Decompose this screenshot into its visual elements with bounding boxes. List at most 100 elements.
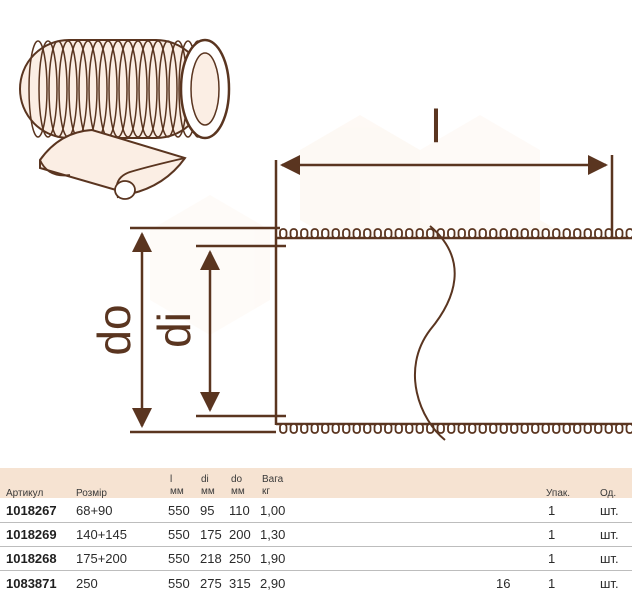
wall-corrugation xyxy=(478,423,487,434)
length-label: l xyxy=(431,100,441,152)
row-divider xyxy=(0,570,632,571)
wall-corrugation xyxy=(279,228,288,239)
wall-corrugation xyxy=(594,423,603,434)
row-4-size: 250 xyxy=(76,576,98,591)
inner-diameter-dimension: di xyxy=(148,244,286,418)
wall-corrugation xyxy=(310,423,319,434)
wall-corrugation xyxy=(520,423,529,434)
row-1-di: 95 xyxy=(200,503,215,518)
spec-table: Артикул Розмір l мм di мм do мм Вага кг … xyxy=(0,468,632,600)
row-4-article: 1083871 xyxy=(6,576,57,591)
wall-corrugation xyxy=(289,423,298,434)
row-3-do: 250 xyxy=(229,551,251,566)
outer-diameter-label: do xyxy=(88,304,140,355)
row-2-article: 1018269 xyxy=(6,527,57,542)
wall-corrugation xyxy=(415,228,424,239)
wall-corrugation xyxy=(499,228,508,239)
wall-corrugation xyxy=(541,423,550,434)
row-2-size: 140+145 xyxy=(76,527,127,542)
wall-corrugation xyxy=(405,423,414,434)
wall-corrugation xyxy=(468,423,477,434)
row-2-do: 200 xyxy=(229,527,251,542)
wall-corrugation xyxy=(373,228,382,239)
wall-corrugation xyxy=(363,228,372,239)
wall-corrugation xyxy=(604,423,613,434)
outer-diameter-dimension: do xyxy=(88,226,280,434)
row-2-l: 550 xyxy=(168,527,190,542)
row-4-l: 550 xyxy=(168,576,190,591)
wall-corrugation xyxy=(447,423,456,434)
corrugation-ring xyxy=(118,40,138,138)
wall-corrugation xyxy=(436,423,445,434)
wall-corrugation xyxy=(415,423,424,434)
row-4-weight: 2,90 xyxy=(260,576,286,591)
wall-corrugation xyxy=(562,228,571,239)
header-di: di xyxy=(201,474,209,485)
row-3-pack: 1 xyxy=(548,551,556,566)
wall-corrugation xyxy=(583,423,592,434)
row-4-di: 275 xyxy=(200,576,222,591)
wall-corrugation xyxy=(531,423,540,434)
row-3-size: 175+200 xyxy=(76,551,127,566)
wall-corrugation xyxy=(384,228,393,239)
wall-corrugation xyxy=(331,228,340,239)
row-3-unit: шт. xyxy=(600,551,619,566)
row-1-article: 1018267 xyxy=(6,503,57,518)
corrugation-ring xyxy=(128,40,148,138)
wall-corrugation xyxy=(457,228,466,239)
wall-corrugation xyxy=(615,423,624,434)
wall-corrugation xyxy=(625,423,632,434)
wall-corrugation xyxy=(562,423,571,434)
inner-diameter-label: di xyxy=(148,312,200,348)
wall-corrugation xyxy=(331,423,340,434)
wall-corrugation xyxy=(394,228,403,239)
row-1-l: 550 xyxy=(168,503,190,518)
corrugated-pipe-icon xyxy=(19,38,231,140)
wall-corrugation xyxy=(300,423,309,434)
wall-corrugation xyxy=(468,228,477,239)
wall-corrugation xyxy=(510,228,519,239)
wall-corrugation xyxy=(573,423,582,434)
wall-corrugation xyxy=(300,228,309,239)
wall-corrugation xyxy=(583,228,592,239)
row-divider xyxy=(0,546,632,547)
wall-corrugation xyxy=(552,423,561,434)
table-header xyxy=(0,468,632,498)
wall-corrugation xyxy=(342,423,351,434)
header-l: l xyxy=(170,474,173,485)
row-2-unit: шт. xyxy=(600,527,619,542)
corrugation-ring xyxy=(138,40,158,138)
wall-corrugation xyxy=(352,423,361,434)
row-2-di: 175 xyxy=(200,527,222,542)
wall-corrugation xyxy=(352,228,361,239)
wall-corrugation xyxy=(363,423,372,434)
pipe-wall-bottom xyxy=(279,423,632,434)
wall-corrugation xyxy=(489,423,498,434)
pipe-technical-drawing: l do di xyxy=(19,38,632,441)
wall-corrugation xyxy=(405,228,414,239)
wall-corrugation xyxy=(394,423,403,434)
wall-corrugation xyxy=(625,228,632,239)
row-2-pack: 1 xyxy=(548,527,556,542)
corrugation-ring xyxy=(38,40,58,138)
wall-corrugation xyxy=(531,228,540,239)
header-weight: Вага xyxy=(262,474,284,485)
wall-corrugation xyxy=(457,423,466,434)
header-do: do xyxy=(231,474,243,485)
row-4-extra: 16 xyxy=(496,576,511,591)
wall-corrugation xyxy=(510,423,519,434)
header-unit: Од. xyxy=(600,488,617,499)
wall-corrugation xyxy=(499,423,508,434)
wall-corrugation xyxy=(342,228,351,239)
wall-corrugation xyxy=(384,423,393,434)
header-di-unit: мм xyxy=(201,486,215,497)
wall-corrugation xyxy=(552,228,561,239)
wall-corrugation xyxy=(489,228,498,239)
corrugation-ring xyxy=(48,40,68,138)
wall-corrugation xyxy=(321,228,330,239)
row-1-weight: 1,00 xyxy=(260,503,286,518)
row-3-di: 218 xyxy=(200,551,222,566)
row-4-unit: шт. xyxy=(600,576,619,591)
wall-corrugation xyxy=(541,228,550,239)
row-1-unit: шт. xyxy=(600,503,619,518)
